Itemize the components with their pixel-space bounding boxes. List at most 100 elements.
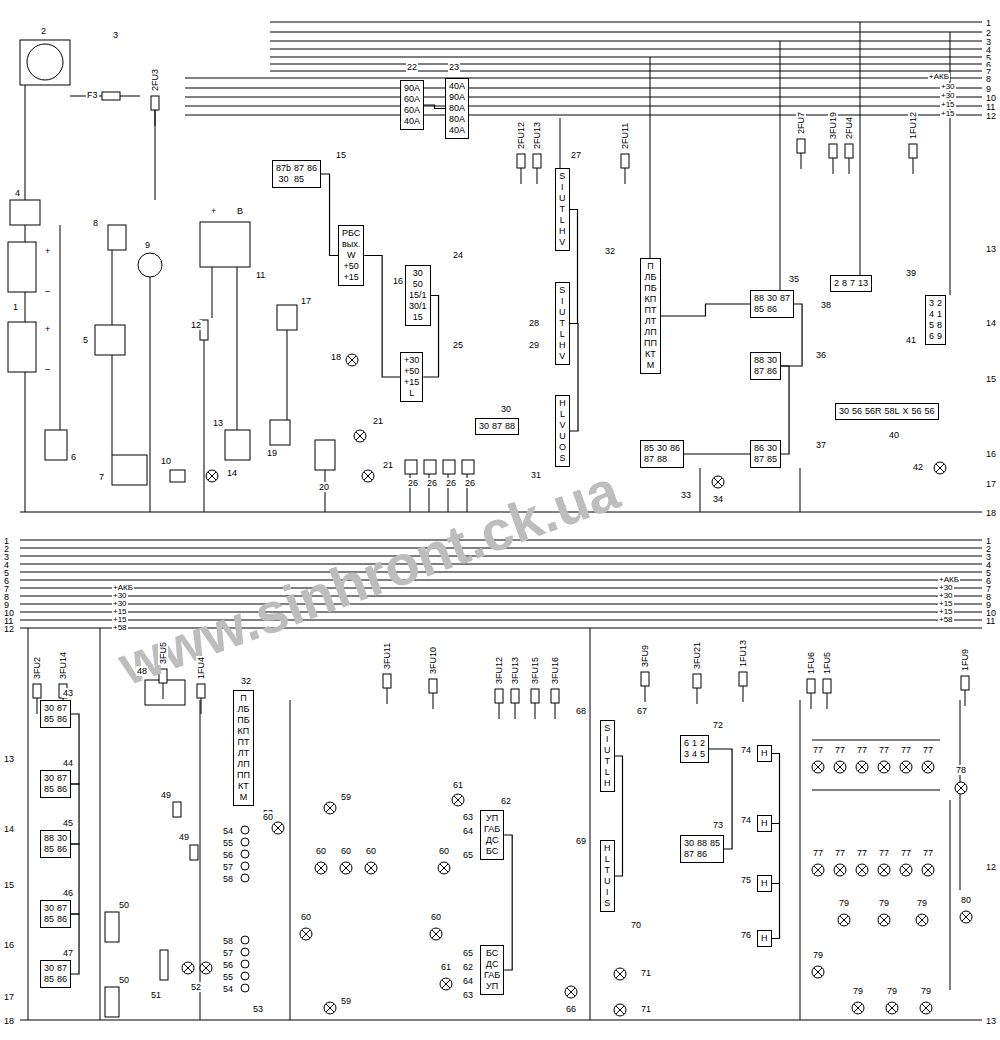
- pin-label: 85: [710, 838, 720, 849]
- component-symbol: [225, 430, 250, 460]
- fuse-label: 3FU16: [550, 656, 560, 685]
- pin-label: 30: [767, 355, 777, 366]
- bus-line: [185, 88, 982, 89]
- pin-label: 2: [834, 278, 839, 289]
- pin-label: 87: [57, 903, 67, 914]
- wire: [521, 168, 522, 184]
- component-symbol: [45, 430, 67, 460]
- pin-label: 87: [754, 366, 764, 377]
- pin-label: 58L: [885, 406, 900, 417]
- callout-number: 11: [255, 270, 266, 280]
- component-symbol: [105, 912, 119, 942]
- component-symbol: [105, 987, 119, 1017]
- wire: [827, 693, 828, 709]
- line-number: 18: [3, 1016, 15, 1026]
- bus-line: [185, 97, 982, 98]
- wire: [387, 688, 388, 704]
- callout-number: 56: [222, 960, 234, 970]
- callout-number: 46: [62, 888, 74, 898]
- pin-label: КТ: [237, 781, 250, 792]
- fuse-label: 3FU5: [158, 641, 168, 665]
- fuse-label: 2FU12: [516, 121, 526, 150]
- pin-label: ПП: [237, 770, 250, 781]
- wire-connector: [570, 324, 579, 432]
- callout-number: 77: [878, 848, 890, 858]
- fuse-symbol: [151, 96, 159, 110]
- component-symbol: [112, 455, 147, 485]
- pin-label: 6: [929, 331, 934, 342]
- wire: [960, 700, 961, 890]
- callout-number: 10: [160, 456, 172, 466]
- pin-label: 86: [57, 844, 67, 855]
- pin-label: 30/1: [409, 301, 427, 312]
- lamp-symbol: [206, 470, 218, 482]
- lamp-symbol: [315, 862, 327, 874]
- pin-label: L: [604, 767, 611, 778]
- pin-label: S: [559, 171, 566, 182]
- callout-number: 80: [960, 895, 972, 905]
- pin-label: 87: [57, 773, 67, 784]
- callout-number: 63: [462, 812, 474, 822]
- connector-pin: [241, 960, 249, 968]
- line-number: 11: [985, 616, 996, 626]
- lamp-symbol: [900, 864, 912, 876]
- lamp-symbol: [920, 1002, 932, 1014]
- wire-connector: [424, 105, 445, 109]
- callout-number: 70: [630, 920, 642, 930]
- callout-number: 13: [212, 418, 224, 428]
- pin-label: 2: [937, 298, 942, 309]
- component-symbol: [173, 802, 181, 817]
- pin-label: 9: [937, 331, 942, 342]
- bus-label: +58: [112, 624, 128, 632]
- wire: [201, 698, 202, 714]
- pin-label: 85: [44, 844, 54, 855]
- lamp-symbol: [886, 1002, 898, 1014]
- wire: [537, 168, 538, 184]
- pin-label: 87: [57, 703, 67, 714]
- connector-pin: [241, 838, 249, 846]
- callout-number: 17: [300, 296, 312, 306]
- pin-label: П: [644, 261, 657, 272]
- pin-label: +50: [404, 366, 419, 377]
- fuse-symbol: [33, 684, 41, 698]
- callout-number: 32: [604, 246, 616, 256]
- pin-label: ПТ: [644, 305, 657, 316]
- lamp-symbol: [300, 928, 312, 940]
- wire: [811, 693, 812, 709]
- callout-number: 7: [98, 472, 105, 482]
- pin-label: 88: [697, 838, 707, 849]
- pin-label: 87: [294, 163, 304, 174]
- polarity-mark: +: [44, 246, 51, 256]
- bus-line: [20, 596, 982, 597]
- wire: [28, 628, 29, 1020]
- callout-number: 61: [452, 780, 464, 790]
- callout-number: 39: [905, 268, 917, 278]
- pin-label: 5: [700, 749, 705, 760]
- pin-label: 4: [692, 749, 697, 760]
- pin-label: S: [559, 453, 566, 464]
- polarity-mark: –: [44, 364, 51, 374]
- pin-label: I: [604, 734, 611, 745]
- pin-label: I: [559, 296, 566, 307]
- pin-label: 86: [767, 366, 777, 377]
- pin-label: V: [559, 237, 566, 248]
- pin-label: H: [761, 933, 768, 944]
- wire-connector: [321, 174, 338, 256]
- connector-block: ПЛБПБКППТЛТЛПППКТМ: [640, 258, 661, 374]
- battery-symbol: [8, 242, 36, 292]
- callout-number: 3: [112, 30, 119, 40]
- fuse-label: 2FU3: [150, 68, 160, 92]
- pin-label: 30: [767, 293, 777, 304]
- pin-label: 40A: [449, 125, 465, 136]
- pin-label: 3: [684, 749, 689, 760]
- pin-label: 88: [754, 355, 764, 366]
- callout-number: 14: [226, 468, 238, 478]
- pin-label: T: [559, 204, 566, 215]
- callout-number: 54: [222, 984, 234, 994]
- wire: [163, 683, 164, 699]
- callout-number: 47: [62, 948, 74, 958]
- lamp-symbol: [362, 470, 374, 482]
- wire: [515, 703, 516, 719]
- pin-label: 85: [754, 304, 764, 315]
